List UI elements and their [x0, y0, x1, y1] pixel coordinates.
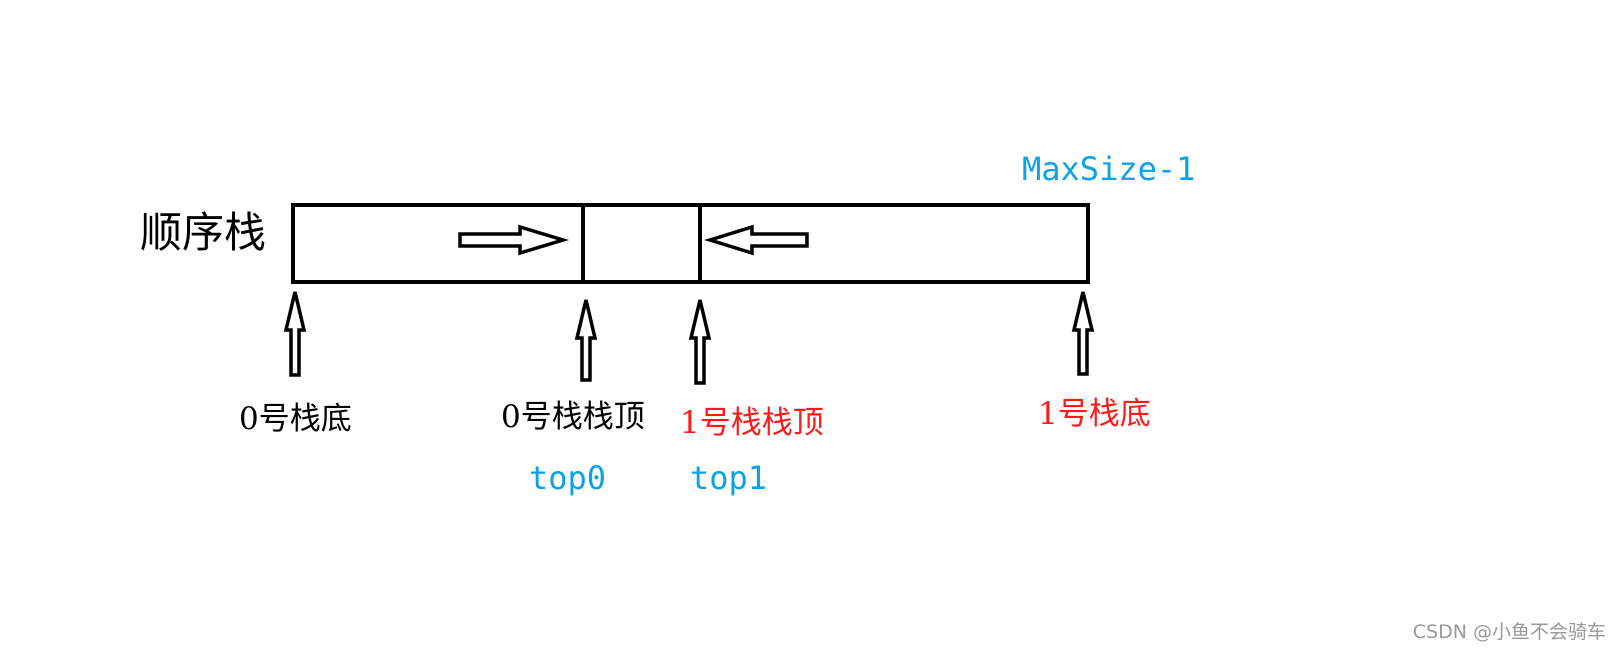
- stack1-growth-left-arrow-icon: [704, 224, 809, 256]
- max-index-label: MaxSize-1: [1022, 150, 1196, 188]
- top0-up-arrow-icon: [574, 299, 598, 382]
- top1-variable-label: top1: [690, 459, 768, 497]
- top0-variable-label: top0: [529, 459, 607, 497]
- stack0-growth-right-arrow-icon: [458, 224, 570, 256]
- csdn-watermark: CSDN @小鱼不会骑车: [1412, 621, 1606, 643]
- stack1-top-label: 1号栈栈顶: [680, 405, 824, 441]
- stack0-bottom-label: 0号栈底: [239, 401, 352, 437]
- top1-up-arrow-icon: [688, 299, 712, 385]
- stack0-top-label: 0号栈栈顶: [501, 399, 645, 435]
- bottom1-up-arrow-icon: [1071, 291, 1095, 376]
- bottom0-up-arrow-icon: [283, 291, 307, 377]
- diagram-title: 顺序栈: [140, 208, 267, 257]
- array-outline: [291, 203, 1090, 284]
- stack1-bottom-label: 1号栈底: [1038, 396, 1151, 432]
